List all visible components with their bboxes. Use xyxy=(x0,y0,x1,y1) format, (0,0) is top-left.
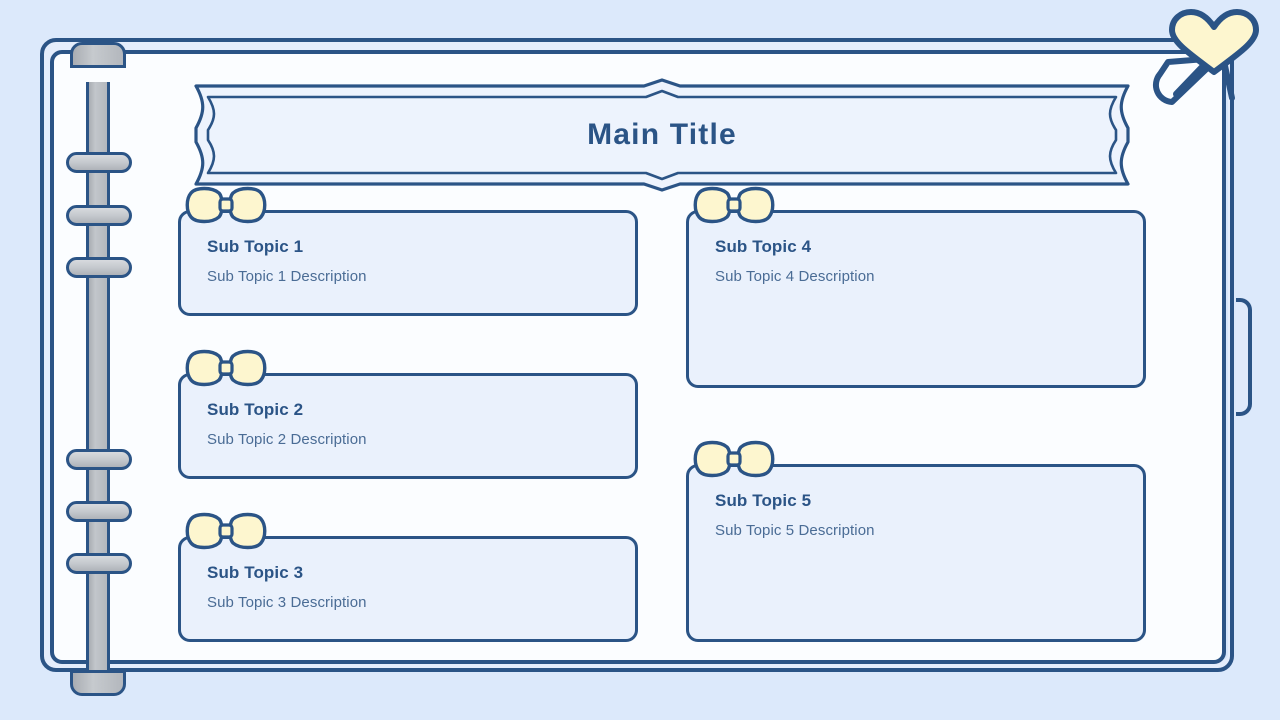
spine-cap-top xyxy=(70,42,126,68)
binder-ring xyxy=(66,257,132,278)
topic-card[interactable]: Sub Topic 5 Sub Topic 5 Description xyxy=(686,464,1146,642)
topic-card-description: Sub Topic 4 Description xyxy=(715,268,875,285)
topic-column-right: Sub Topic 4 Sub Topic 4 Description xyxy=(686,186,1146,642)
topic-card[interactable]: Sub Topic 4 Sub Topic 4 Description xyxy=(686,210,1146,388)
bow-icon xyxy=(692,184,776,226)
topic-card-description: Sub Topic 2 Description xyxy=(207,431,367,448)
topic-card-title: Sub Topic 2 xyxy=(207,400,304,419)
binder-ring xyxy=(66,205,132,226)
topic-card[interactable]: Sub Topic 3 Sub Topic 3 Description xyxy=(178,536,638,642)
slide-content: Main Title Su xyxy=(160,62,1170,652)
topic-card[interactable]: Sub Topic 2 Sub Topic 2 Description xyxy=(178,373,638,479)
topic-card-wrap: Sub Topic 5 Sub Topic 5 Description xyxy=(686,440,1146,642)
binder-ring xyxy=(66,449,132,470)
topic-card-title: Sub Topic 4 xyxy=(715,237,812,256)
bow-icon xyxy=(184,347,268,389)
topic-card-wrap: Sub Topic 3 Sub Topic 3 Description xyxy=(178,512,638,642)
bow-icon xyxy=(184,510,268,552)
binder-ring xyxy=(66,152,132,173)
spine-cap-bottom xyxy=(70,670,126,696)
topic-card-description: Sub Topic 5 Description xyxy=(715,522,875,539)
topic-column-left: Sub Topic 1 Sub Topic 1 Description xyxy=(178,186,638,642)
spine-bar xyxy=(86,82,110,690)
bow-icon xyxy=(692,438,776,480)
heart-pin-icon xyxy=(1146,2,1270,118)
topic-card[interactable]: Sub Topic 1 Sub Topic 1 Description xyxy=(178,210,638,316)
topic-card-description: Sub Topic 1 Description xyxy=(207,268,367,285)
binder-spine xyxy=(58,30,138,696)
title-plaque: Main Title xyxy=(178,78,1146,192)
binder-ring xyxy=(66,501,132,522)
bookmark-tab[interactable] xyxy=(1236,298,1252,416)
topic-card-wrap: Sub Topic 1 Sub Topic 1 Description xyxy=(178,186,638,316)
page-title: Main Title xyxy=(587,118,737,151)
topic-card-wrap: Sub Topic 4 Sub Topic 4 Description xyxy=(686,186,1146,388)
bow-icon xyxy=(184,184,268,226)
binder-ring xyxy=(66,553,132,574)
topic-card-title: Sub Topic 1 xyxy=(207,237,304,256)
topic-card-title: Sub Topic 5 xyxy=(715,491,812,510)
topic-card-title: Sub Topic 3 xyxy=(207,563,304,582)
topic-card-wrap: Sub Topic 2 Sub Topic 2 Description xyxy=(178,349,638,479)
topic-columns: Sub Topic 1 Sub Topic 1 Description xyxy=(178,186,1146,642)
topic-card-description: Sub Topic 3 Description xyxy=(207,594,367,611)
